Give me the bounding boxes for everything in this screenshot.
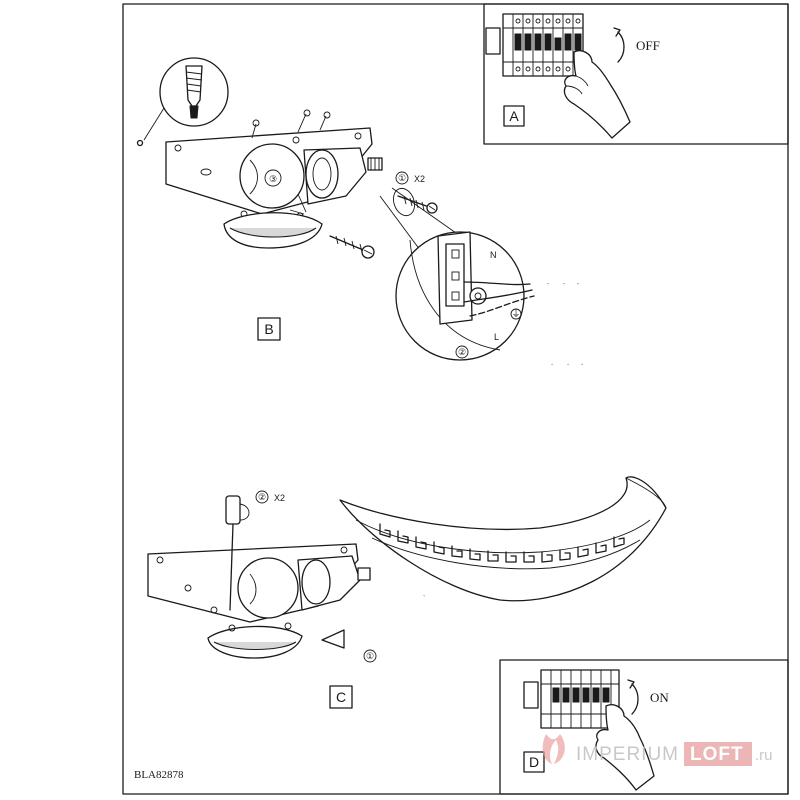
step-1-b: ① (398, 173, 406, 183)
watermark: IMPERIUM LOFT .ru (542, 734, 773, 766)
switch-on-text: ON (650, 690, 669, 705)
watermark-part2: LOFT (690, 744, 744, 765)
hand-icon-d (595, 704, 655, 791)
step-2-c: ② (258, 492, 266, 502)
step-2-b: ② (458, 347, 466, 357)
screw-icon-2 (329, 235, 375, 259)
panel-a-frame (483, 3, 789, 145)
bulb-b (239, 143, 305, 209)
panel-c: ② X2 ① C (147, 476, 667, 709)
screw-icon (393, 187, 438, 217)
label-d-box (523, 751, 545, 773)
watermark-badge (684, 742, 752, 766)
wire-n-label: N (490, 250, 497, 260)
fuse-box-on (523, 669, 620, 729)
label-a: A (509, 108, 519, 124)
switch-arrow-icon-d (631, 683, 639, 715)
watermark-part1: IMPERIUM (576, 744, 679, 765)
step-1-b-qty: X2 (414, 174, 425, 184)
screwdriver-icon (225, 495, 250, 611)
flame-logo-icon (542, 734, 565, 764)
wires-icon (547, 283, 583, 365)
bulb-c (237, 557, 299, 619)
step-3-b: ③ (269, 174, 277, 184)
label-b-box (257, 317, 281, 341)
panel-d-frame (499, 659, 789, 795)
hand-icon (563, 50, 631, 139)
switch-arrow-icon (617, 31, 625, 63)
step-2-c-qty: X2 (274, 493, 285, 503)
label-d: D (529, 754, 539, 770)
page-frame (122, 3, 789, 795)
glass-shade (339, 476, 667, 602)
earth-symbol: ⏚ (511, 309, 520, 319)
label-c: C (336, 689, 346, 705)
watermark-part3: .ru (755, 747, 773, 764)
step-1-c: ① (366, 651, 374, 661)
panel-a: OFF A (483, 3, 789, 145)
wall-plug-icon (185, 65, 203, 119)
switch-off-text: OFF (636, 38, 660, 53)
label-a-box (503, 105, 525, 127)
panel-d: ON D (499, 659, 789, 795)
wire-l-label: L (494, 332, 499, 342)
rotate-arrow-icon (339, 595, 425, 639)
product-code: BLA82878 (134, 769, 184, 781)
label-b: B (264, 321, 273, 337)
label-c-box (329, 685, 353, 709)
greek-key-pattern (355, 519, 651, 570)
panel-b: ③ ① X2 (136, 57, 583, 365)
fuse-box-off (485, 13, 584, 77)
